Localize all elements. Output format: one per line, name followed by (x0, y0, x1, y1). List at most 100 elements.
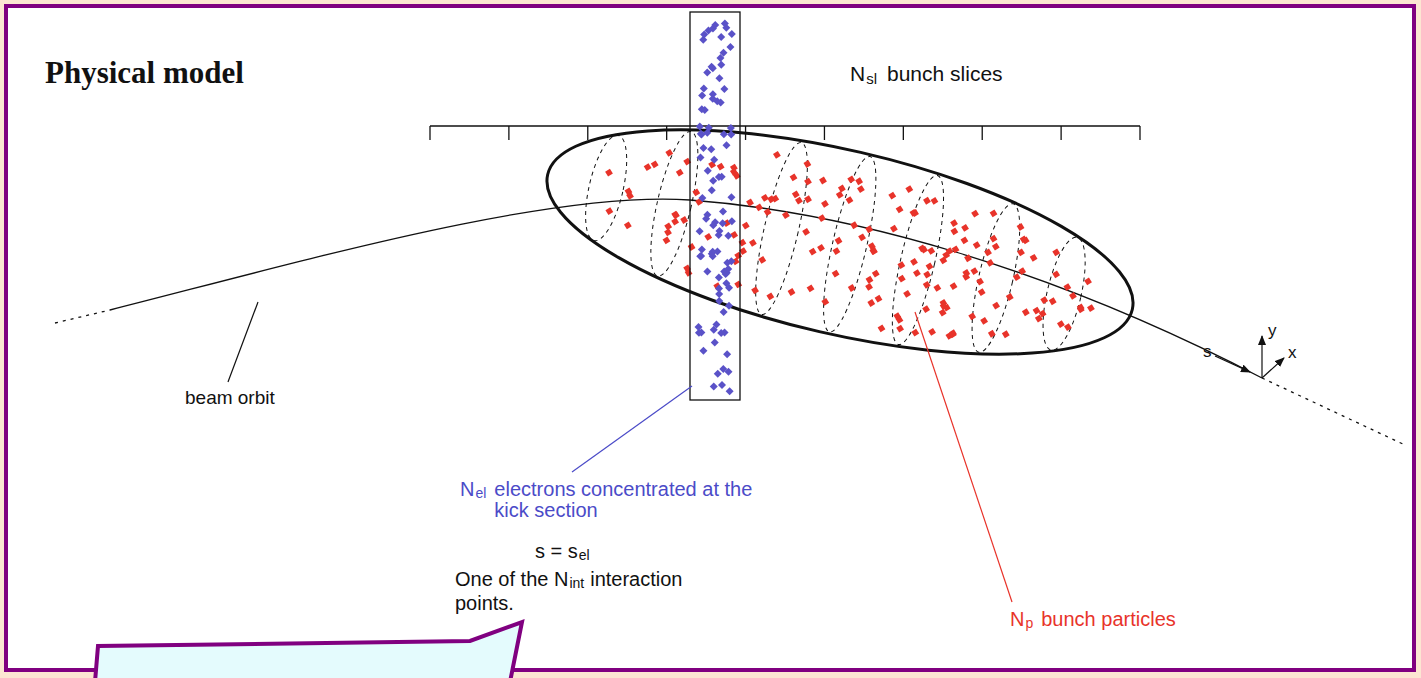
bunch-particle (1021, 307, 1031, 317)
bunch-particle (897, 260, 907, 270)
electron (727, 257, 735, 265)
bunch-particle (820, 199, 830, 209)
axis-label: y (1268, 322, 1277, 341)
bunch-particle (949, 218, 959, 228)
bunch-particle (889, 224, 899, 234)
electron (717, 329, 725, 337)
bunch-particle (1038, 309, 1048, 319)
bunch-particle (624, 187, 634, 197)
bunch-particle (716, 162, 726, 172)
bunch-particle (925, 262, 935, 272)
bunch-particle (763, 207, 773, 217)
bunch-particle (604, 168, 614, 178)
bunch-particle (961, 268, 971, 278)
electron (698, 245, 706, 253)
subscript: int (569, 576, 584, 591)
bunch-particle (909, 257, 919, 267)
electron (727, 130, 735, 138)
slice-ellipse (641, 128, 707, 280)
bunch-particle (887, 191, 897, 201)
bunch-particle (867, 241, 877, 251)
bunch-particle (949, 281, 959, 291)
bracket-tick (508, 126, 509, 140)
bracket-tick (903, 126, 904, 140)
position-label: s = s (535, 540, 578, 562)
electron (700, 30, 708, 38)
bunch-particle (754, 202, 764, 212)
electron (709, 64, 717, 72)
bunch-particle (904, 184, 914, 194)
bunch-particle (963, 253, 973, 263)
bunch-particle (670, 217, 680, 227)
electron (719, 219, 727, 227)
bunch-particle (933, 283, 943, 293)
bunch-particle (1016, 222, 1026, 232)
bunch-particle (983, 248, 993, 258)
bunch-particle (664, 148, 674, 158)
beam-orbit-dotted (1262, 378, 1405, 445)
leader-line (228, 302, 258, 382)
electron (696, 227, 704, 235)
bunch-particle (1083, 277, 1093, 287)
kick-section (690, 12, 740, 400)
bunch-particle (733, 251, 743, 261)
bunch-outline (527, 85, 1153, 399)
electron (715, 74, 723, 82)
bunch-particle (1012, 272, 1022, 282)
bunch-particle (1039, 295, 1049, 305)
bunch-particle (938, 308, 948, 318)
electron (705, 124, 713, 132)
bunch-particle (912, 268, 922, 278)
bunch-particle (950, 227, 960, 237)
bunch-particle (922, 196, 932, 206)
bunch-particle (989, 209, 999, 219)
frame-panel (6, 6, 1414, 670)
bunch-particle (1051, 248, 1061, 258)
electron (699, 347, 707, 355)
electron (716, 54, 724, 62)
bunch-particle (750, 286, 760, 296)
bunch-particle (975, 277, 985, 287)
bunch-particle (1056, 319, 1066, 329)
electron (726, 43, 734, 51)
bunch-particle (1048, 296, 1058, 306)
bunch-particle (1019, 235, 1029, 245)
electron (708, 186, 716, 194)
bunch-particle (803, 194, 813, 204)
electron (717, 61, 725, 69)
subscript: el (475, 486, 486, 501)
subscript: p (1025, 616, 1033, 631)
bunch-particle (684, 268, 694, 278)
electron (703, 211, 711, 219)
electron (708, 250, 716, 258)
bunch-particle (854, 176, 864, 186)
bracket-tick (1139, 126, 1140, 140)
slice-ellipse (813, 153, 887, 336)
bunch-particle (951, 245, 961, 255)
electron (696, 123, 704, 131)
bunch-particle (849, 220, 859, 230)
bunch-particle (987, 329, 997, 339)
bunch-particle (922, 280, 932, 290)
electron (696, 153, 704, 161)
bunch-particle (970, 209, 980, 219)
electron (727, 193, 735, 201)
electron (709, 95, 717, 103)
bunch-particle (605, 206, 615, 216)
bunch-particle (895, 205, 905, 215)
bunch-particle (922, 270, 932, 280)
s-axis-arrow (1215, 356, 1250, 372)
electron (709, 221, 717, 229)
electron (715, 227, 723, 235)
bunch-particle (967, 311, 977, 321)
bunch-particle (789, 173, 799, 183)
slice-ellipse (577, 132, 634, 245)
bracket-label: bunch slices (887, 62, 1003, 85)
electron (720, 130, 728, 138)
bunch-particle (766, 291, 776, 301)
bunch (527, 85, 1153, 399)
bunch-particle (801, 227, 811, 237)
electron (710, 156, 718, 164)
bunch-particle (991, 242, 1001, 252)
